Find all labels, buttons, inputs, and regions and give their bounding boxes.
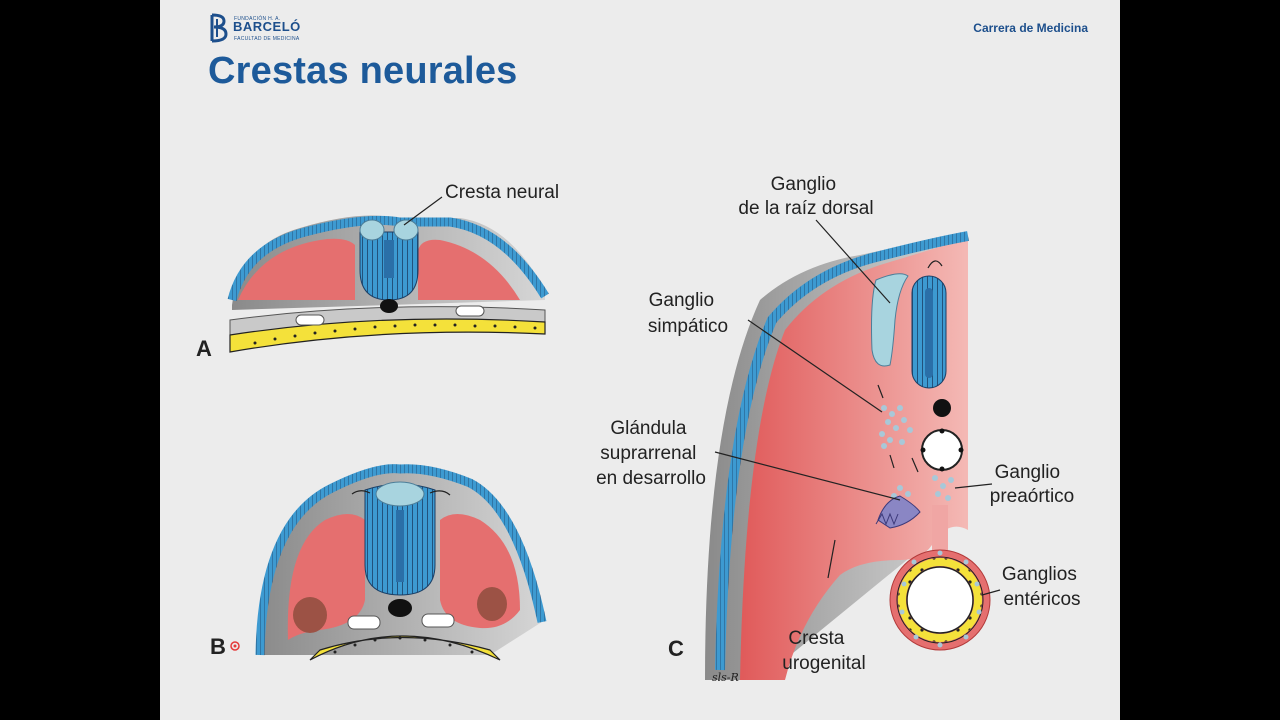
panel-a-diagram: Cresta neural A	[196, 182, 559, 361]
label-cresta-urogenital: Cresta urogenital	[782, 628, 865, 674]
neural-crest-figure: Cresta neural A B	[196, 174, 1082, 684]
slide: FUNDACIÓN H. A. BARCELÓ FACULTAD DE MEDI…	[160, 0, 1120, 720]
label-glandula-suprarrenal: Glándula suprarrenal en desarrollo	[596, 418, 706, 489]
logo-faculty-text: FACULTAD DE MEDICINA	[234, 36, 300, 42]
barcelo-logo-mark-icon	[210, 13, 228, 43]
label-ganglio-simpatico: Ganglio simpático	[648, 290, 728, 337]
barcelo-logo: FUNDACIÓN H. A. BARCELÓ FACULTAD DE MEDI…	[208, 13, 318, 45]
panel-c-letter: C	[668, 636, 684, 661]
panel-c-diagram: Ganglio de la raíz dorsal Ganglio simpát…	[596, 174, 1082, 684]
logo-name: BARCELÓ	[233, 19, 301, 34]
label-cresta-neural: Cresta neural	[445, 182, 559, 203]
logo-foundation-text: FUNDACIÓN H. A.	[234, 16, 281, 22]
cursor-dot	[230, 641, 240, 651]
artist-signature: sls-R	[712, 671, 739, 684]
label-ganglio-preaortico: Ganglio preaórtico	[990, 462, 1075, 507]
label-ganglios-entericos: Ganglios entéricos	[1002, 564, 1082, 610]
panel-a-letter: A	[196, 336, 212, 361]
slide-title: Crestas neurales	[208, 50, 518, 92]
career-label: Carrera de Medicina	[973, 21, 1088, 35]
panel-b-letter: B	[210, 634, 226, 659]
label-ganglio-raiz-dorsal: Ganglio de la raíz dorsal	[738, 174, 873, 219]
panel-b-diagram: B	[210, 464, 547, 661]
